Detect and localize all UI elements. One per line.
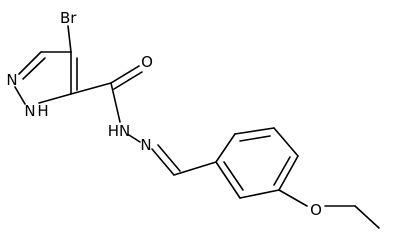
bond-ar2-ar3 <box>234 127 275 135</box>
bond-ar4-ar5 <box>278 155 299 191</box>
bond-c3-n2-inner <box>22 57 46 80</box>
bond-c3-n2 <box>18 51 42 75</box>
bond-ar3-ar4 <box>273 127 299 157</box>
bond-n-ch <box>151 148 175 176</box>
atom-o-carbonyl: O <box>141 53 153 71</box>
atom-nh-pyrazole-h: H <box>37 102 48 120</box>
bond-n1-c5 <box>38 93 72 104</box>
bond-camide-o-double <box>113 71 143 90</box>
bond-ar4-ar5-inner <box>273 156 291 186</box>
bond-camide-nh <box>110 82 121 123</box>
bond-ar6-ar1 <box>215 161 241 199</box>
atom-br: Br <box>60 9 77 27</box>
atom-labels: Br O N N H HN N O <box>6 9 322 219</box>
bond-camide-o <box>110 65 140 84</box>
bond-nh-n <box>128 134 141 143</box>
atom-o-ether: O <box>310 201 322 219</box>
bond-n-ch-double <box>157 144 181 172</box>
atom-nh-pyrazole-n: N <box>24 102 35 120</box>
bond-n2-n1 <box>14 86 26 105</box>
bond-ch2-ch3 <box>354 205 380 229</box>
bond-c4-br <box>67 25 72 53</box>
bonds <box>14 25 380 229</box>
bond-ch-aryl <box>173 161 217 176</box>
atom-n-imine: N <box>140 136 151 154</box>
bond-ar1-ar2 <box>215 133 236 163</box>
atom-n-pyrazole: N <box>6 71 17 89</box>
bond-ar5-ar6 <box>239 189 280 199</box>
bond-c5-camide <box>70 82 112 95</box>
bond-ar5-o <box>278 189 308 207</box>
bond-ar2-ar3-inner <box>239 135 271 142</box>
atom-nh-hydrazide: HN <box>108 122 131 140</box>
bond-ar6-ar1-inner <box>223 161 244 191</box>
